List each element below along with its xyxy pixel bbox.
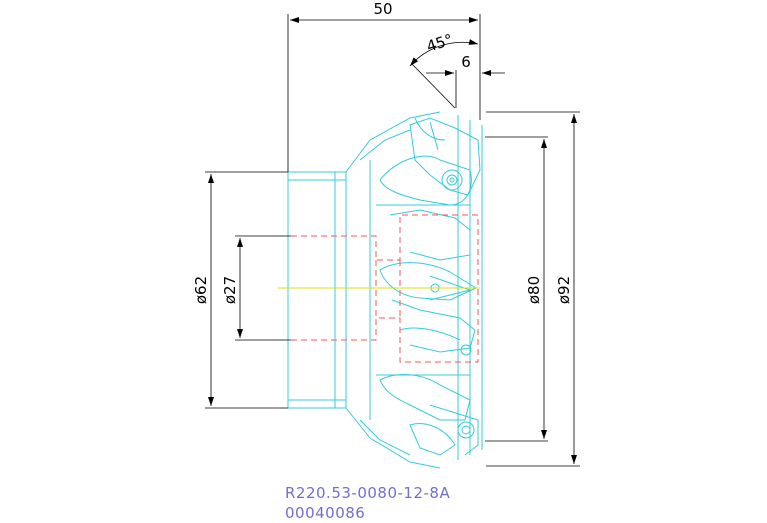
hidden-bore-lines [291,214,479,363]
dim-d27-label: ø27 [221,276,239,304]
dim-d80-label: ø80 [525,276,543,304]
dimension-lines [205,14,580,467]
dim-offset-label: 6 [461,53,471,71]
dim-angle-label: 45° [424,30,455,55]
dim-length-label: 50 [373,0,392,18]
dim-d62-label: ø62 [192,276,210,304]
cutter-body-outline [287,111,483,469]
dim-d92-label: ø92 [555,276,573,304]
item-code-caption: 00040086 [285,504,366,522]
part-number-caption: R220.53-0080-12-8A [285,484,451,502]
